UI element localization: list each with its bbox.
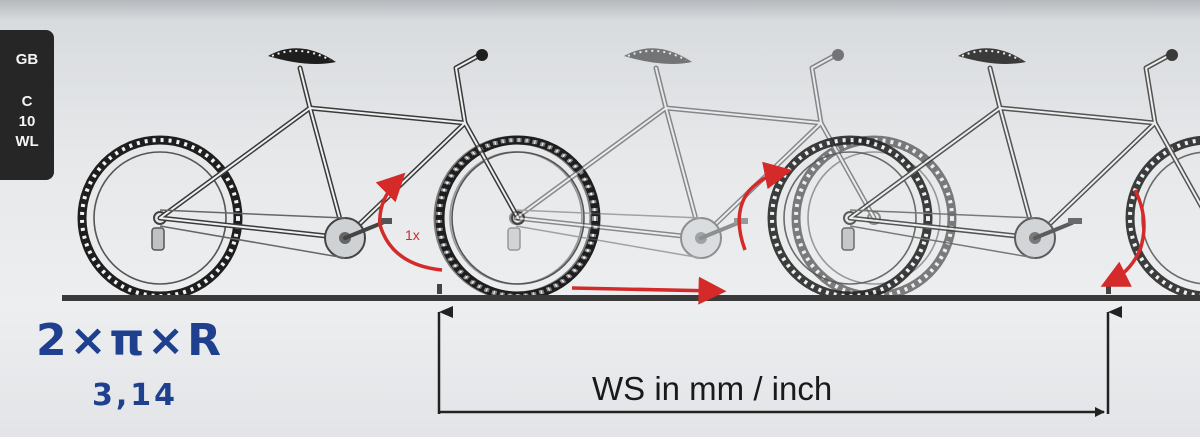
wheel-size-label: WS in mm / inch — [592, 370, 833, 407]
bike-middle-position — [438, 48, 952, 296]
language-tab: GB C 10 WL — [0, 30, 54, 180]
rotation-arrow-start — [375, 172, 443, 272]
rotation-count-label: 1x — [405, 227, 420, 243]
handwritten-pi-value: 3,14 — [92, 378, 179, 413]
rotation-arrow-middle — [737, 161, 793, 251]
tab-code-line-2: 10 — [18, 113, 36, 130]
travel-direction-arrow — [571, 276, 727, 305]
ground-line — [62, 295, 1200, 301]
valve-marker-start — [437, 284, 442, 294]
rotation-arrow-end — [1100, 189, 1146, 287]
page-shadow — [0, 0, 1200, 20]
bike-start-position — [82, 48, 596, 296]
tab-code-line-3: WL — [15, 133, 39, 150]
tab-language-code: GB — [15, 51, 39, 68]
valve-marker-end — [1106, 284, 1111, 294]
tab-code-line-1: C — [21, 93, 33, 110]
handwritten-formula: 2×π×R — [36, 315, 225, 366]
